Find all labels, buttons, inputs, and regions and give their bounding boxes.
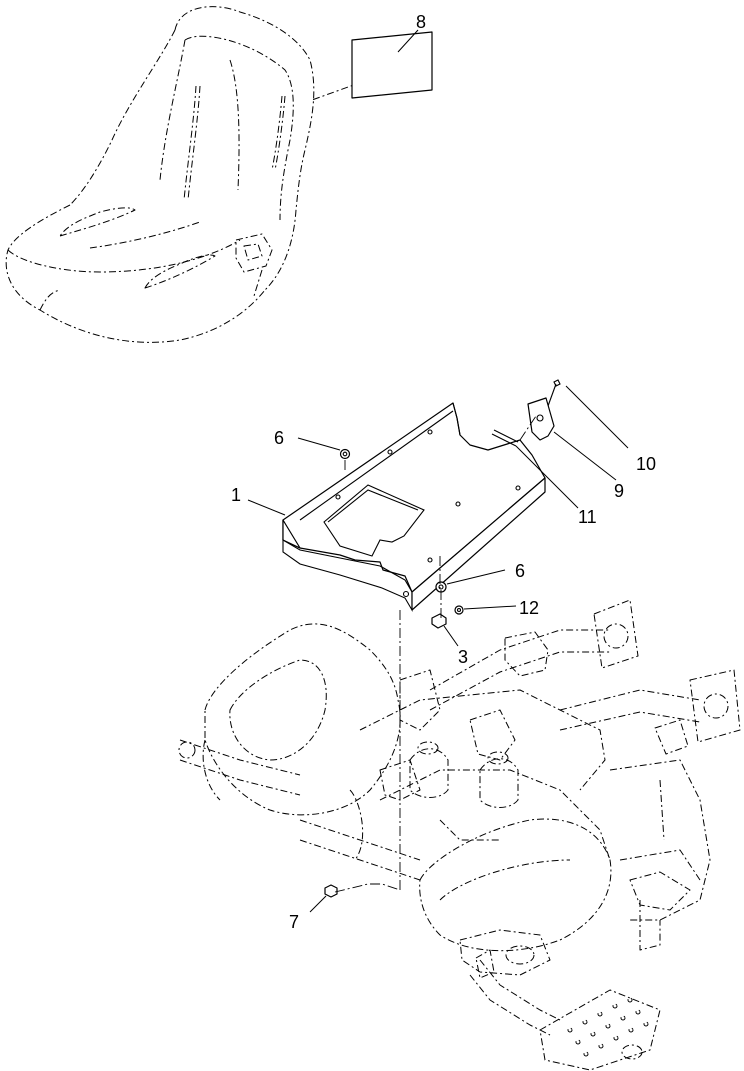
foot-plate-holes xyxy=(567,997,649,1057)
callout-12: 12 xyxy=(519,598,539,618)
chassis-frame xyxy=(178,599,741,1071)
callout-11: 11 xyxy=(578,507,597,527)
decal-plate xyxy=(351,29,433,99)
seat-mount-plate xyxy=(247,402,546,613)
seat-assembly xyxy=(5,6,363,343)
callout-6-upper: 6 xyxy=(274,428,284,448)
callout-9: 9 xyxy=(614,481,624,501)
callout-1: 1 xyxy=(231,485,241,505)
callout-10: 10 xyxy=(636,454,656,474)
alignment-lines xyxy=(334,415,537,893)
callout-3: 3 xyxy=(458,647,468,667)
callout-7: 7 xyxy=(289,912,299,932)
hardware-parts xyxy=(297,379,629,913)
callout-6-lower: 6 xyxy=(515,561,525,581)
callout-8: 8 xyxy=(416,12,426,32)
